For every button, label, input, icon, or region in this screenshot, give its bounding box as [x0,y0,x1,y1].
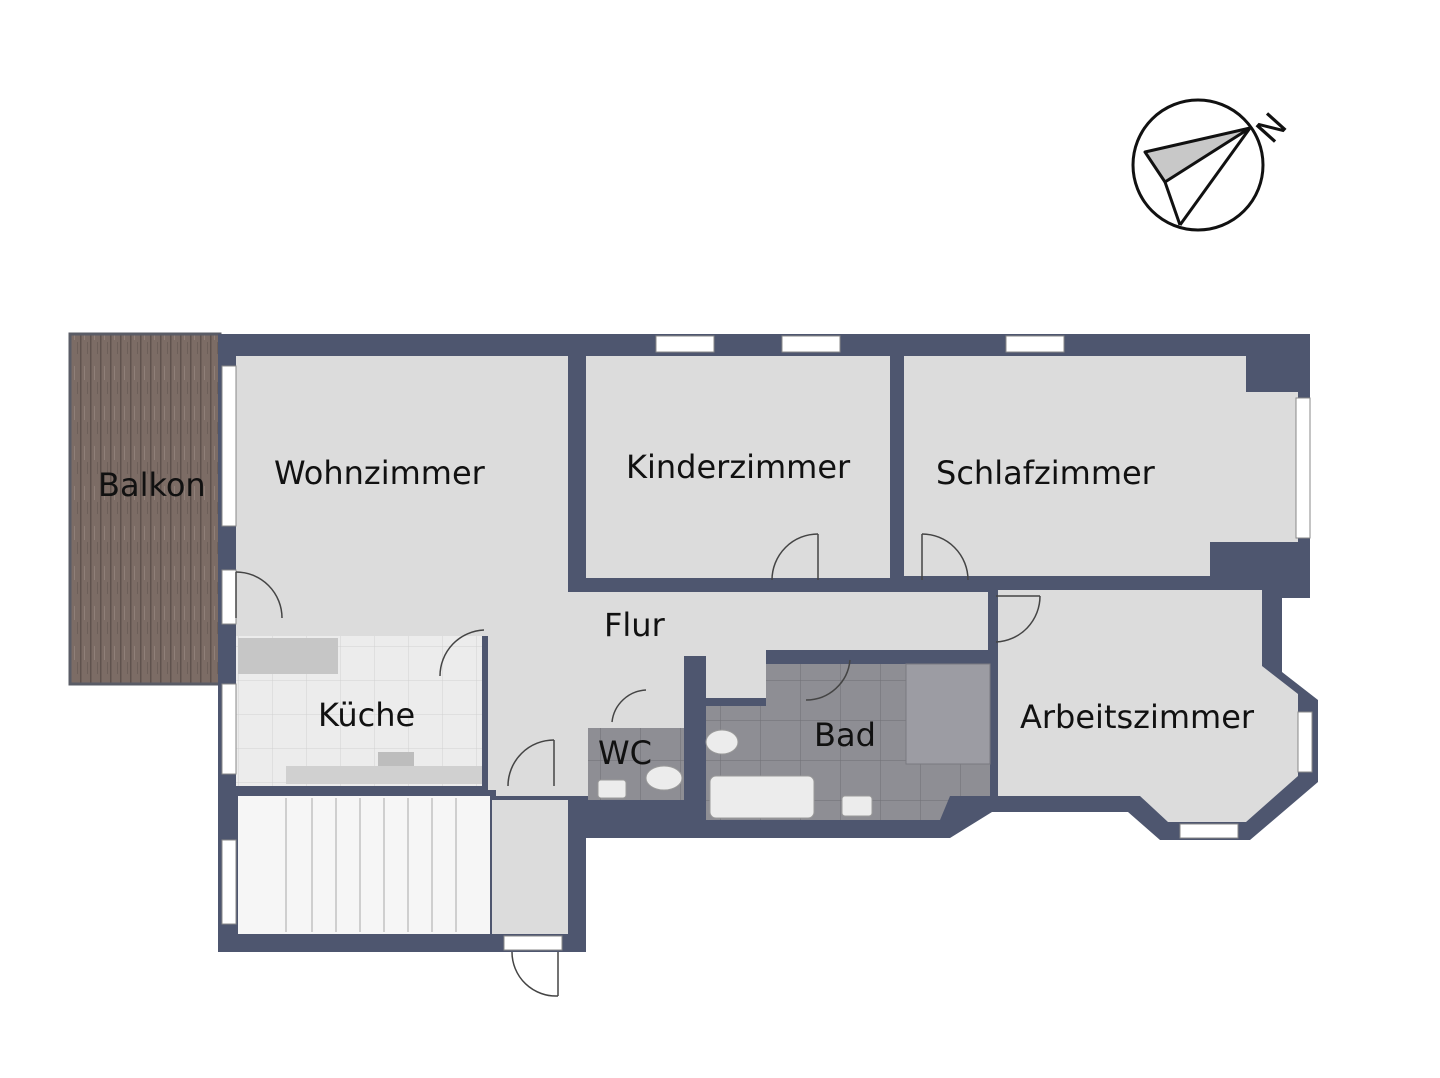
bath-washbasin [841,795,873,817]
staircase [238,796,490,934]
floor-schlafzimmer [904,356,1298,576]
kitchen-counter-top [238,638,338,674]
floor-stair-landing [492,800,568,934]
door-swing [995,595,1041,643]
window [655,335,715,353]
label-kueche: Küche [318,696,415,734]
window [221,683,237,775]
window [1005,335,1065,353]
compass: N [1131,98,1295,232]
kitchen-counter-bottom [286,766,482,784]
window [221,569,237,625]
door-swing [611,689,647,723]
door-swings [235,533,1041,997]
floor-kinderzimmer [586,356,890,578]
door-swing [439,629,485,677]
windows [221,335,1313,951]
window [1179,823,1239,839]
wc-room [588,728,684,800]
window [221,839,237,925]
toilet [645,765,683,791]
north-arrow-icon [1143,126,1252,184]
label-balkon: Balkon [98,466,206,504]
label-wohnzimmer: Wohnzimmer [274,454,486,492]
label-bad: Bad [814,716,876,754]
door-swing [507,739,555,787]
label-kinderzimmer: Kinderzimmer [626,448,851,486]
compass-needle-line [1163,181,1182,226]
label-schlafzimmer: Schlafzimmer [936,454,1156,492]
window [503,935,563,951]
wc-washbasin [597,779,627,799]
door-swing [511,951,559,997]
label-wc: WC [598,734,652,772]
door-swing [921,533,969,581]
bathroom [705,663,991,820]
stair-area [238,796,490,934]
window [781,335,841,353]
window [1295,397,1311,539]
door-swing [771,533,819,581]
door-swing [805,659,851,701]
compass-needle-line [1178,127,1252,226]
kitchen-sink [378,752,414,766]
bathtub [709,775,815,819]
balcony-floor [68,332,222,686]
kitchen [236,636,482,786]
door-swing [235,571,283,619]
floor-arbeitszimmer [998,590,1298,822]
shower-tray [905,663,991,765]
window [221,365,237,527]
bath-toilet [705,729,739,755]
label-flur: Flur [604,606,666,644]
window [1297,711,1313,773]
room-labels: Balkon Wohnzimmer Kinderzimmer Schlafzim… [98,448,1255,772]
room-floors [236,356,1298,934]
label-arbeitszimmer: Arbeitszimmer [1020,698,1255,736]
